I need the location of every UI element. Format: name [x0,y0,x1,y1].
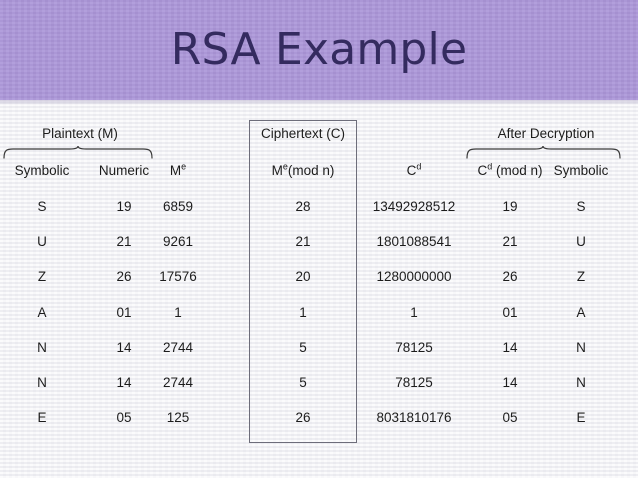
cell-c_pow_d_mod_n: 14 [502,375,518,390]
column-header-m-pow-e-mod-n-base: M [271,163,283,178]
cell-m_pow_e_mod_n: 20 [295,269,311,285]
cell-c_pow_d_mod_n: 21 [502,234,518,250]
column-header-plain-symbolic: Symbolic [14,163,70,178]
column-header-c-pow-d-base: C [406,163,417,178]
column-header-m-pow-e-base: M [169,163,182,178]
cell-plain_symbolic: N [37,339,47,355]
cell-m_pow_e: 125 [166,410,190,426]
group-header-ciphertext: Ciphertext (C) [260,126,346,141]
cell-plain_symbolic: S [37,199,47,214]
column-header-m-pow-e: Me [138,161,218,178]
column-header-c-pow-d-sup: d [416,161,422,172]
page-title: RSA Example [170,24,468,75]
cell-c_pow_d_mod_n: 19 [502,199,518,214]
cell-m_pow_e_mod_n: 28 [295,199,311,214]
cell-dec_symbolic: U [576,234,586,250]
cell-m_pow_e_mod_n: 5 [299,375,307,390]
cell-dec_symbolic: E [576,410,586,426]
ciphertext-highlight-box [249,120,357,443]
column-header-m-pow-e-mod-n-tail: (mod n) [287,163,335,178]
rsa-example-table: Plaintext (M) Ciphertext (C) After Decry… [0,105,638,478]
column-header-m-pow-e-mod-n: Me(mod n) [249,161,357,178]
cell-c_pow_d: 78125 [395,339,433,355]
cell-plain_symbolic: Z [37,269,47,285]
column-header-c-pow-d-mod-n-tail: (mod n) [492,163,543,178]
column-header-m-pow-e-mod-n-sup: e [282,161,288,172]
cell-c_pow_d_mod_n: 01 [502,304,518,320]
cell-plain_numeric: 19 [116,199,132,214]
cell-plain_numeric: 05 [116,410,132,426]
cell-plain_symbolic: A [37,304,47,320]
cell-c_pow_d: 1280000000 [376,269,452,285]
cell-plain_numeric: 14 [116,339,132,355]
cell-m_pow_e_mod_n: 5 [299,339,307,355]
cell-m_pow_e_mod_n: 26 [295,410,311,426]
cell-m_pow_e: 2744 [162,339,194,355]
cell-c_pow_d_mod_n: 14 [502,339,518,355]
cell-m_pow_e_mod_n: 21 [295,234,311,250]
column-header-c-pow-d-mod-n-base: C [477,163,488,178]
cell-plain_symbolic: U [37,234,47,250]
cell-plain_symbolic: N [37,375,47,390]
column-header-plain-numeric: Numeric [98,163,150,178]
cell-plain_numeric: 21 [116,234,132,250]
column-header-m-pow-e-sup: e [181,161,187,172]
cell-dec_symbolic: N [576,339,586,355]
group-header-plaintext: Plaintext (M) [42,126,118,141]
column-header-dec-symbolic: Symbolic [553,163,609,178]
cell-m_pow_e_mod_n: 1 [299,304,307,320]
cell-m_pow_e: 6859 [162,199,194,214]
column-header-c-pow-d: Cd [358,161,470,178]
cell-m_pow_e: 17576 [159,269,197,285]
cell-m_pow_e: 1 [174,304,182,320]
cell-m_pow_e: 2744 [162,375,194,390]
cell-c_pow_d_mod_n: 26 [502,269,518,285]
brace-after-decryption [466,146,621,159]
group-header-after-decryption: After Decryption [497,126,595,141]
cell-plain_numeric: 01 [116,304,132,320]
cell-plain_symbolic: E [37,410,47,426]
column-header-c-pow-d-mod-n: Cd (mod n) [460,161,560,178]
cell-dec_symbolic: S [576,199,586,214]
cell-m_pow_e: 9261 [162,234,194,250]
cell-c_pow_d: 13492928512 [372,199,456,214]
cell-dec_symbolic: Z [576,269,586,285]
cell-dec_symbolic: N [576,375,586,390]
cell-c_pow_d_mod_n: 05 [502,410,518,426]
cell-c_pow_d: 78125 [395,375,433,390]
cell-plain_numeric: 14 [116,375,132,390]
cell-c_pow_d: 8031810176 [376,410,452,426]
cell-c_pow_d: 1 [410,304,418,320]
cell-plain_numeric: 26 [116,269,132,285]
cell-c_pow_d: 1801088541 [376,234,452,250]
cell-dec_symbolic: A [576,304,586,320]
banner-shadow [0,100,638,105]
column-header-c-pow-d-mod-n-sup: d [487,161,493,172]
title-banner [0,0,638,100]
brace-plaintext [3,146,153,159]
